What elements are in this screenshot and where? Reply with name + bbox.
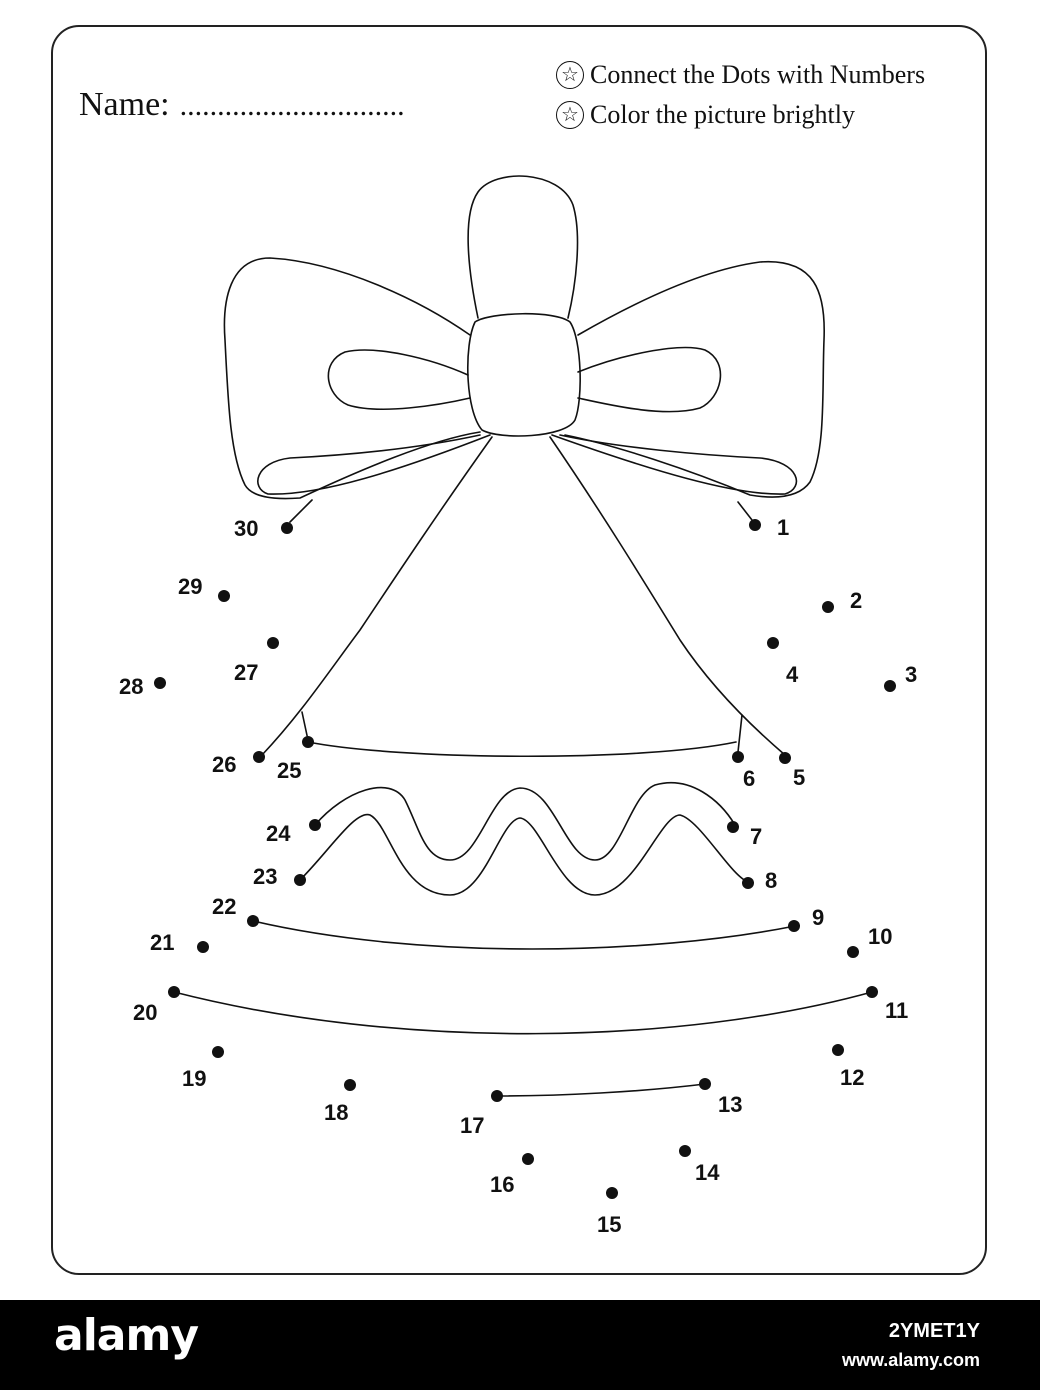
worksheet-border xyxy=(51,25,987,1275)
bow-left-wing xyxy=(223,257,481,500)
dot-2 xyxy=(822,601,834,613)
star-circle-icon: ☆ xyxy=(556,101,584,129)
dot-5 xyxy=(779,752,791,764)
site-url: www.alamy.com xyxy=(841,1350,980,1370)
dot-label-16: 16 xyxy=(490,1172,514,1197)
bow-lower-left-loop xyxy=(257,434,491,495)
footer-bar: alamy 2YMET1Y www.alamy.com xyxy=(0,1300,1040,1390)
dot-labels: 1234567891011121314151617181920212223242… xyxy=(119,515,917,1237)
dot-label-8: 8 xyxy=(765,868,777,893)
dot-label-27: 27 xyxy=(234,660,258,685)
dot-9 xyxy=(788,920,800,932)
dot-label-14: 14 xyxy=(695,1160,720,1185)
dot-8 xyxy=(742,877,754,889)
bell-rim-line xyxy=(307,741,737,758)
dot-29 xyxy=(218,590,230,602)
dot-28 xyxy=(154,677,166,689)
dot-23 xyxy=(294,874,306,886)
dot-label-4: 4 xyxy=(786,662,799,687)
bell-bottom-rim xyxy=(173,991,873,1035)
dot-label-9: 9 xyxy=(812,905,824,930)
dot-label-20: 20 xyxy=(133,1000,157,1025)
dot-label-29: 29 xyxy=(178,574,202,599)
dot-13 xyxy=(699,1078,711,1090)
dot-1 xyxy=(749,519,761,531)
dot-21 xyxy=(197,941,209,953)
bow-top-loop xyxy=(467,175,579,319)
dot-label-2: 2 xyxy=(850,588,862,613)
instruction-1: ☆ Connect the Dots with Numbers xyxy=(556,60,925,90)
dot-27 xyxy=(267,637,279,649)
dot-12 xyxy=(832,1044,844,1056)
bow-lower-right-loop xyxy=(551,434,798,495)
instruction-text: Color the picture brightly xyxy=(590,100,856,129)
name-blank-line: .............................. xyxy=(179,89,405,122)
bell-band-line xyxy=(252,920,796,950)
dot-label-11: 11 xyxy=(885,998,908,1023)
bell-left-side xyxy=(261,436,493,756)
dot-25 xyxy=(302,736,314,748)
instruction-text: Connect the Dots with Numbers xyxy=(590,60,926,89)
name-field: Name:.............................. xyxy=(79,86,405,124)
dot-18 xyxy=(344,1079,356,1091)
name-label: Name: xyxy=(79,86,170,123)
dot-17 xyxy=(491,1090,503,1102)
dot-label-3: 3 xyxy=(905,662,917,687)
dot-label-10: 10 xyxy=(868,924,892,949)
instruction-2: ☆ Color the picture brightly xyxy=(556,100,855,130)
dot-16 xyxy=(522,1153,534,1165)
bell-drawing: 1234567891011121314151617181920212223242… xyxy=(119,175,917,1237)
dot-label-30: 30 xyxy=(234,516,258,541)
dot-15 xyxy=(606,1187,618,1199)
star-circle-icon: ☆ xyxy=(556,61,584,89)
dot-label-7: 7 xyxy=(750,824,762,849)
dot-label-21: 21 xyxy=(150,930,174,955)
dot-19 xyxy=(212,1046,224,1058)
dot-30 xyxy=(281,522,293,534)
dot-11 xyxy=(866,986,878,998)
image-code: 2YMET1Y xyxy=(888,1320,980,1342)
dot-4 xyxy=(767,637,779,649)
dot-label-18: 18 xyxy=(324,1100,348,1125)
bell-clapper-line xyxy=(496,1083,706,1097)
bow-left-inner-loop xyxy=(327,349,471,410)
dot-label-6: 6 xyxy=(743,766,755,791)
dot-label-25: 25 xyxy=(277,758,301,783)
dot-14 xyxy=(679,1145,691,1157)
dot-label-5: 5 xyxy=(793,765,805,790)
dot-22 xyxy=(247,915,259,927)
bell-wave-outer xyxy=(314,782,736,861)
dot-20 xyxy=(168,986,180,998)
dot-label-13: 13 xyxy=(718,1092,742,1117)
dot-10 xyxy=(847,946,859,958)
dot-label-24: 24 xyxy=(266,821,291,846)
dot-7 xyxy=(727,821,739,833)
dot-3 xyxy=(884,680,896,692)
dot-label-15: 15 xyxy=(597,1212,621,1237)
dot-label-23: 23 xyxy=(253,864,277,889)
dot-6 xyxy=(732,751,744,763)
dot-label-19: 19 xyxy=(182,1066,206,1091)
alamy-logo: alamy xyxy=(54,1310,199,1361)
bow-right-wing xyxy=(564,260,826,498)
dot-label-26: 26 xyxy=(212,752,236,777)
bow-right-inner-loop xyxy=(577,346,722,413)
dot-markers xyxy=(154,519,896,1199)
bell-right-side xyxy=(549,436,786,756)
dot-label-17: 17 xyxy=(460,1113,484,1138)
dot-label-28: 28 xyxy=(119,674,143,699)
dot-label-1: 1 xyxy=(777,515,789,540)
dot-label-12: 12 xyxy=(840,1065,864,1090)
dot-24 xyxy=(309,819,321,831)
dot-26 xyxy=(253,751,265,763)
bow-knot xyxy=(467,312,581,437)
bell-wave-inner xyxy=(299,813,749,896)
dot-label-22: 22 xyxy=(212,894,236,919)
